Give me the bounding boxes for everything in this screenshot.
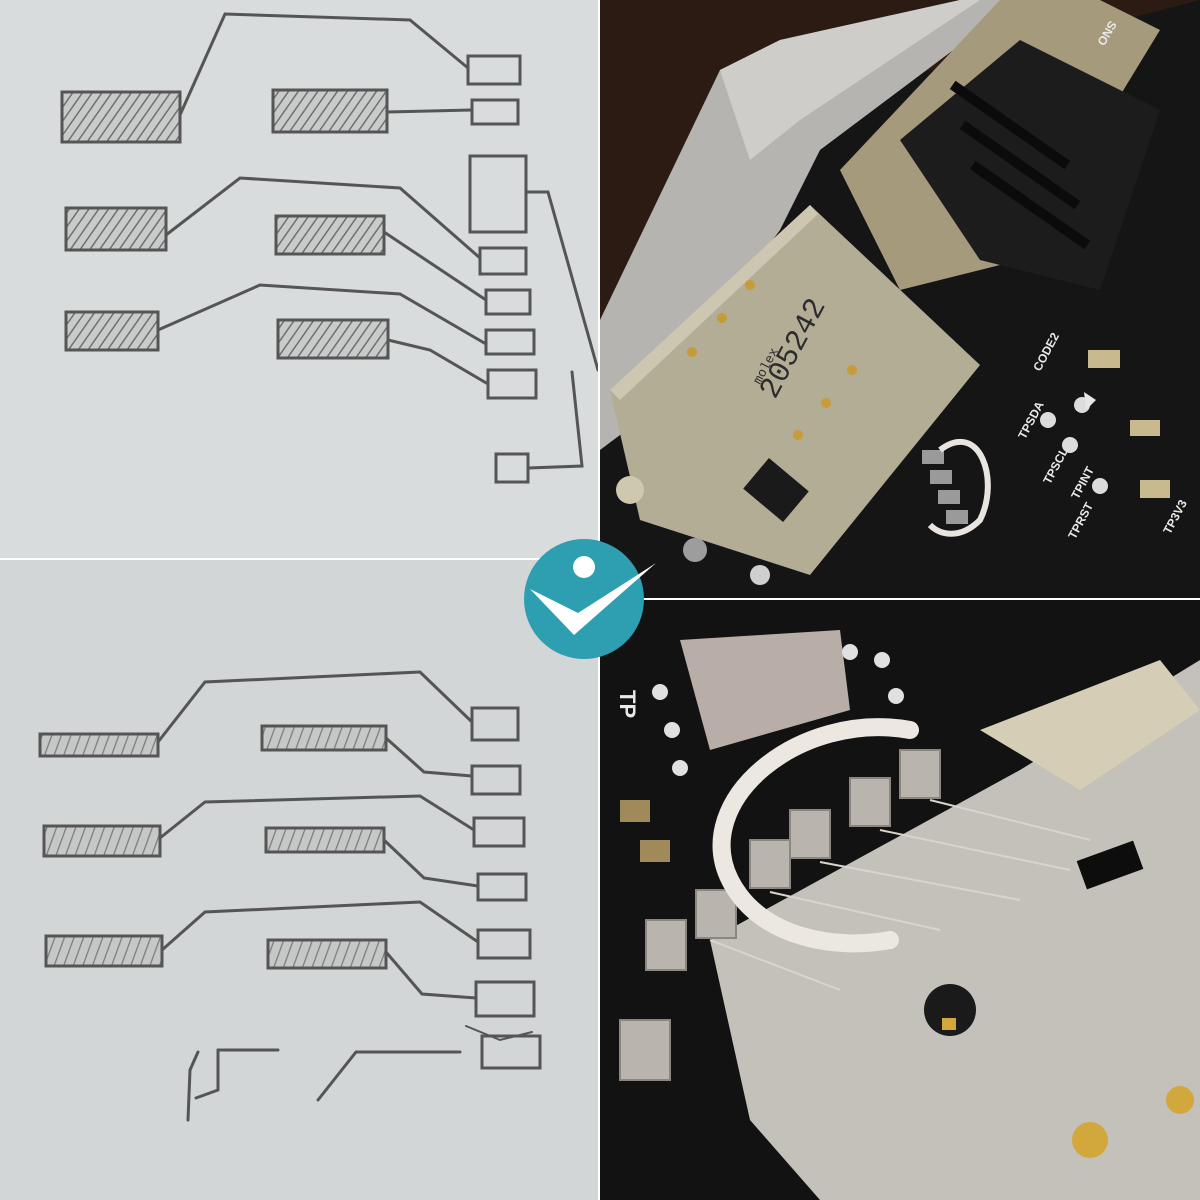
- board-bottom-drawing: TP: [600, 600, 1200, 1200]
- sketch-bottom-panel: [0, 560, 598, 1200]
- checkmark-logo: [518, 535, 658, 665]
- sketch-top-drawing: [60, 12, 598, 484]
- sketch-bottom-drawing: [38, 670, 542, 1122]
- silk-tp: TP: [615, 690, 640, 718]
- board-top-drawing: 205242 molex CODE2 TPSDA TPSCL TPINT TP: [600, 0, 1200, 598]
- board-bottom-photo: TP: [600, 600, 1200, 1200]
- checkmark-logo-icon: [524, 539, 656, 659]
- board-top-photo: 205242 molex CODE2 TPSDA TPSCL TPINT TP: [600, 0, 1200, 598]
- sketch-top-panel: [0, 0, 598, 558]
